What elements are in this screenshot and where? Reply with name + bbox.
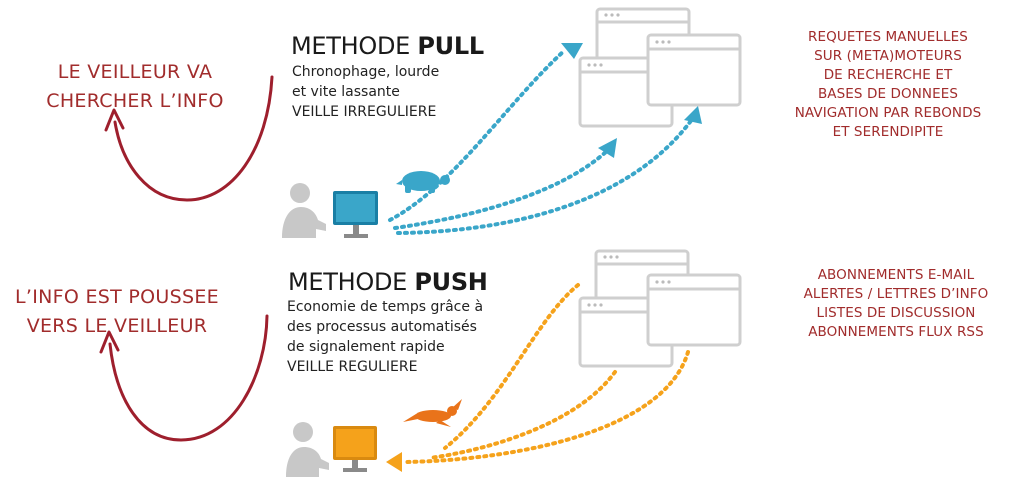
push-arrowhead [386, 452, 402, 472]
pull-left-label: LE VEILLEUR VA CHERCHER L’INFO [20, 58, 250, 116]
pull-description: Chronophage, lourde et vite lassante VEI… [292, 62, 439, 122]
pull-right-line-2: SUR (META)MOTEURS [814, 48, 962, 64]
pull-desc-line-1: Chronophage, lourde [292, 64, 440, 80]
pull-desc-line-3: VEILLE IRREGULIERE [292, 104, 437, 120]
push-right-line-2: ALERTES / LETTRES D’INFO [803, 286, 989, 302]
push-dotted-arrows [403, 283, 690, 464]
pull-arrowheads [561, 43, 702, 158]
pull-title-bold: PULL [417, 32, 484, 60]
push-title-regular: METHODE [288, 268, 415, 296]
pull-method-title: METHODE PULL [291, 32, 484, 60]
push-title-bold: PUSH [414, 268, 488, 296]
push-right-label: ABONNEMENTS E-MAIL ALERTES / LETTRES D’I… [776, 266, 1010, 342]
pull-window-right [646, 33, 742, 107]
pull-right-label: REQUETES MANUELLES SUR (META)MOTEURS DE … [768, 28, 1008, 142]
pull-left-label-line-1: LE VEILLEUR VA [57, 61, 213, 83]
push-right-line-3: LISTES DE DISCUSSION [816, 305, 976, 321]
push-desc-line-2: des processus automatisés [287, 319, 477, 335]
pull-title-regular: METHODE [291, 32, 418, 60]
pull-right-line-4: BASES DE DONNEES [817, 86, 959, 102]
push-desc-line-1: Economie de temps grâce à [287, 299, 484, 315]
push-right-line-1: ABONNEMENTS E-MAIL [817, 267, 975, 283]
push-computer-icon [333, 426, 377, 472]
rabbit-icon [403, 399, 462, 427]
pull-browser-windows [578, 7, 742, 128]
pull-computer-icon [333, 191, 378, 238]
push-desc-line-4: VEILLE REGULIERE [287, 359, 418, 375]
push-left-label-line-2: VERS LE VEILLEUR [26, 315, 208, 337]
pull-left-label-line-2: CHERCHER L’INFO [46, 90, 224, 112]
pull-right-line-1: REQUETES MANUELLES [808, 29, 968, 45]
push-window-right [646, 273, 742, 347]
push-browser-windows [578, 249, 742, 368]
pull-desc-line-2: et vite lassante [292, 84, 400, 100]
push-left-label: L’INFO EST POUSSEE VERS LE VEILLEUR [2, 283, 232, 341]
push-person-icon [286, 422, 329, 477]
push-description: Economie de temps grâce à des processus … [287, 297, 483, 377]
push-desc-line-3: de signalement rapide [287, 339, 445, 355]
push-method-title: METHODE PUSH [288, 268, 488, 296]
push-left-label-line-1: L’INFO EST POUSSEE [15, 286, 219, 308]
push-red-arrow [99, 314, 269, 442]
pull-person-icon [282, 183, 326, 238]
turtle-icon [396, 171, 450, 193]
pull-red-arrow [104, 75, 274, 202]
pull-right-line-6: ET SERENDIPITE [832, 124, 944, 140]
pull-right-line-5: NAVIGATION PAR REBONDS [794, 105, 982, 121]
pull-right-line-3: DE RECHERCHE ET [823, 67, 953, 83]
push-right-line-4: ABONNEMENTS FLUX RSS [808, 324, 984, 340]
pull-dotted-arrows [388, 48, 695, 235]
